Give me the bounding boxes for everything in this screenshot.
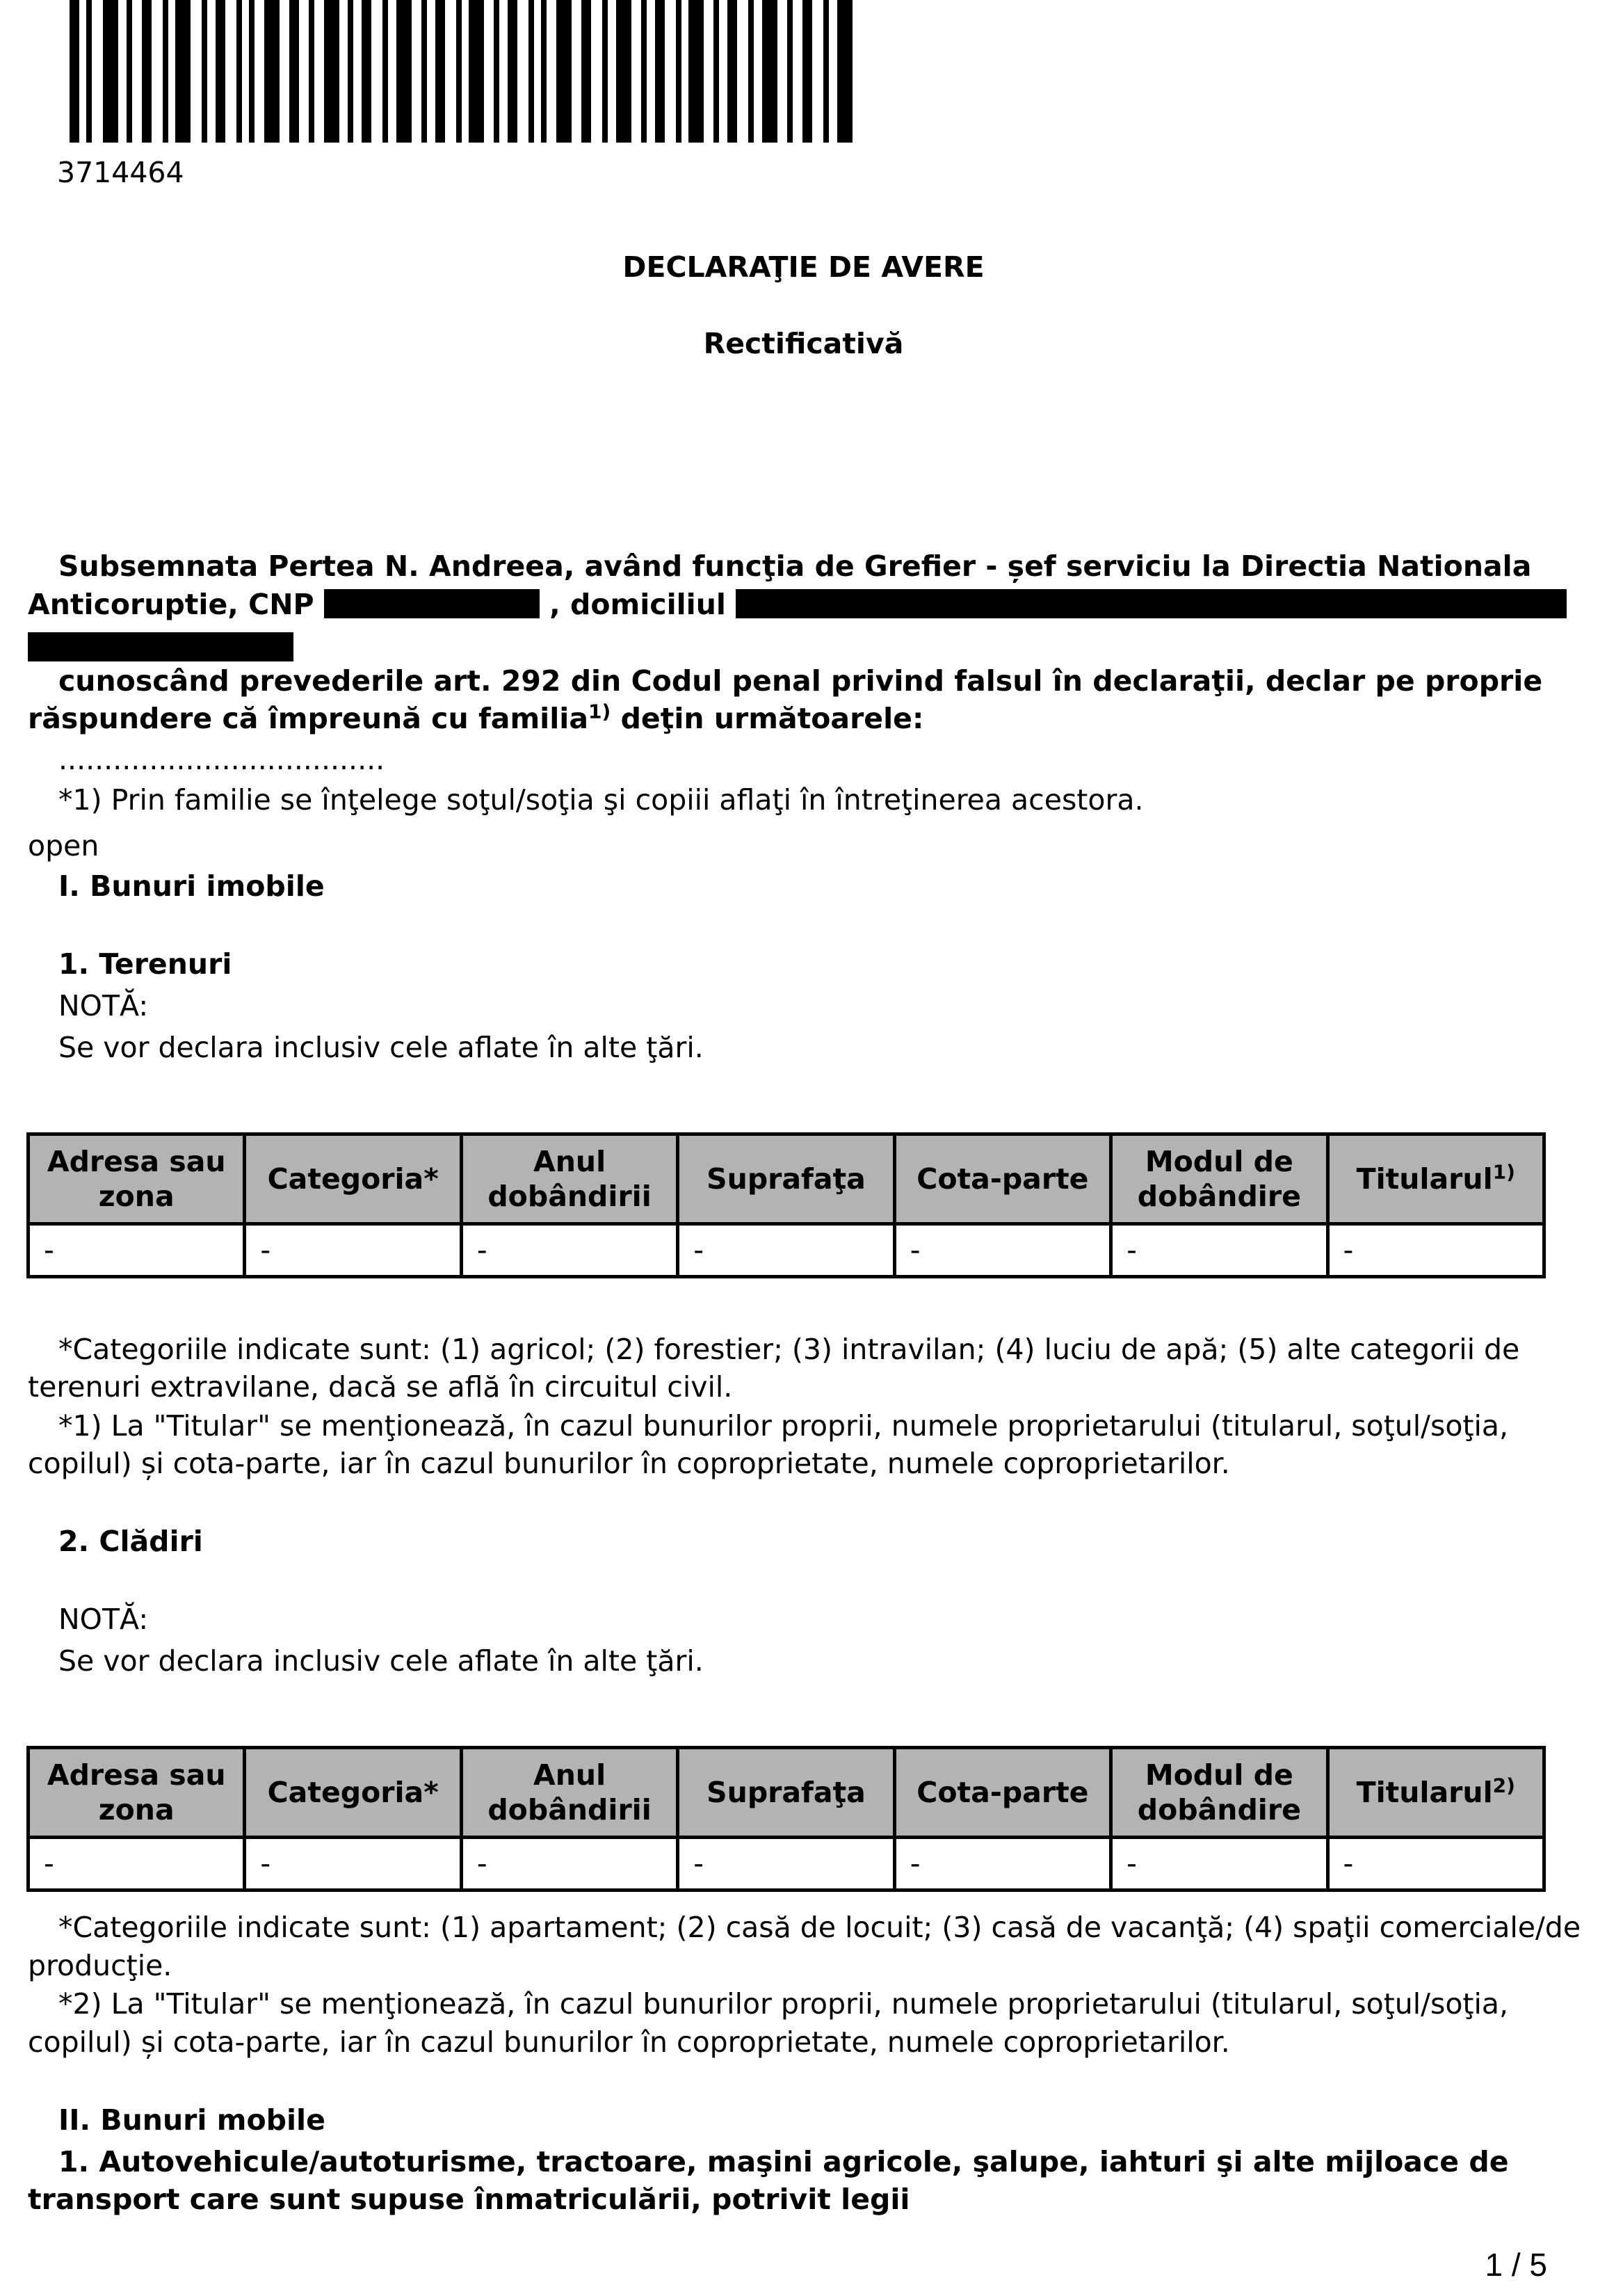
intro-line-4-end: deţin următoarele: xyxy=(611,702,924,735)
subsection-heading-autovehicule-2: transport care sunt supuse înmatriculări… xyxy=(28,2183,910,2216)
column-header: Modul de dobândire xyxy=(1109,1132,1330,1226)
family-footnote: *1) Prin familie se înţelege soţul/soţia… xyxy=(58,783,1144,817)
titular-label: Titularul xyxy=(1356,1162,1493,1196)
redacted-address xyxy=(736,589,1567,618)
column-header: Anul dobândirii xyxy=(459,1132,680,1226)
intro-line-2: Anticoruptie, CNP , domiciliul xyxy=(28,586,1567,623)
section-heading-imobile: I. Bunuri imobile xyxy=(58,869,325,903)
document-title: DECLARAŢIE DE AVERE xyxy=(622,250,985,284)
categories-footnote-line-2: producţie. xyxy=(28,1949,172,1982)
table-row: - - - - - - - xyxy=(26,1836,1547,1892)
cladiri-table: Adresa sau zona Categoria* Anul dobândir… xyxy=(26,1746,1547,1892)
footnote-marker: 1) xyxy=(1492,1160,1515,1184)
redacted-address-cont xyxy=(28,632,293,661)
titular-footnote-line-1: *1) La "Titular" se menţionează, în cazu… xyxy=(58,1409,1509,1443)
footnote-marker: 1) xyxy=(588,700,611,723)
column-header: Categoria* xyxy=(243,1132,463,1226)
intro-cnp-label: Anticoruptie, CNP xyxy=(28,588,314,621)
table-row: - - - - - - - xyxy=(26,1222,1547,1278)
subsection-heading-terenuri: 1. Terenuri xyxy=(58,947,232,981)
intro-line-4-text: răspundere că împreună cu familia xyxy=(28,702,589,735)
intro-line-3: cunoscând prevederile art. 292 din Codul… xyxy=(58,664,1543,698)
table-cell: - xyxy=(459,1222,680,1278)
column-header: Modul de dobândire xyxy=(1109,1746,1330,1839)
nota-label: NOTĂ: xyxy=(58,989,149,1022)
redacted-cnp xyxy=(323,589,540,618)
categories-footnote-line-1: *Categoriile indicate sunt: (1) agricol;… xyxy=(58,1333,1520,1366)
column-header: Cota-parte xyxy=(892,1746,1113,1839)
page-number: 1 / 5 xyxy=(1485,2247,1547,2283)
table-cell: - xyxy=(26,1222,247,1278)
nota-text: Se vor declara inclusiv cele aflate în a… xyxy=(58,1644,704,1678)
table-cell: - xyxy=(459,1836,680,1892)
table-cell: - xyxy=(892,1836,1113,1892)
table-header-row: Adresa sau zona Categoria* Anul dobândir… xyxy=(26,1746,1547,1839)
table-cell: - xyxy=(676,1836,896,1892)
subsection-heading-cladiri: 2. Clădiri xyxy=(58,1525,203,1558)
table-cell: - xyxy=(1325,1222,1547,1278)
dotted-line: .................................... xyxy=(58,743,385,776)
barcode-number: 3714464 xyxy=(57,156,184,189)
column-header: Categoria* xyxy=(243,1746,463,1839)
table-cell: - xyxy=(1109,1222,1330,1278)
column-header: Adresa sau zona xyxy=(26,1132,247,1226)
intro-address-label: , domiciliul xyxy=(549,588,726,621)
table-cell: - xyxy=(676,1222,896,1278)
intro-line-4: răspundere că împreună cu familia1) deţi… xyxy=(28,700,923,737)
barcode xyxy=(70,0,853,143)
column-header-titular: Titularul1) xyxy=(1325,1132,1547,1226)
column-header: Suprafaţa xyxy=(676,1746,896,1839)
table-cell: - xyxy=(243,1222,463,1278)
table-cell: - xyxy=(243,1836,463,1892)
footnote-marker: 2) xyxy=(1492,1774,1515,1797)
section-heading-mobile: II. Bunuri mobile xyxy=(58,2103,325,2137)
categories-footnote-line-1: *Categoriile indicate sunt: (1) apartame… xyxy=(58,1911,1581,1944)
table-header-row: Adresa sau zona Categoria* Anul dobândir… xyxy=(26,1132,1547,1226)
intro-line-1: Subsemnata Pertea N. Andreea, având func… xyxy=(58,549,1532,583)
column-header-titular: Titularul2) xyxy=(1325,1746,1547,1839)
nota-label: NOTĂ: xyxy=(58,1603,149,1636)
column-header: Suprafaţa xyxy=(676,1132,896,1226)
subsection-heading-autovehicule-1: 1. Autovehicule/autoturisme, tractoare, … xyxy=(58,2145,1509,2178)
document-subtitle: Rectificativă xyxy=(703,327,904,360)
categories-footnote-line-2: terenuri extravilane, dacă se află în ci… xyxy=(28,1370,733,1404)
table-cell: - xyxy=(892,1222,1113,1278)
open-label: open xyxy=(28,829,99,862)
titular-footnote-line-2: copilul) și cota-parte, iar în cazul bun… xyxy=(28,1447,1230,1480)
table-cell: - xyxy=(1109,1836,1330,1892)
column-header: Anul dobândirii xyxy=(459,1746,680,1839)
table-cell: - xyxy=(1325,1836,1547,1892)
column-header: Adresa sau zona xyxy=(26,1746,247,1839)
nota-text: Se vor declara inclusiv cele aflate în a… xyxy=(58,1031,704,1064)
titular-footnote-line-2: copilul) și cota-parte, iar în cazul bun… xyxy=(28,2025,1230,2059)
table-cell: - xyxy=(26,1836,247,1892)
titular-footnote-line-1: *2) La "Titular" se menţionează, în cazu… xyxy=(58,1987,1509,2021)
terenuri-table: Adresa sau zona Categoria* Anul dobândir… xyxy=(26,1132,1547,1278)
titular-label: Titularul xyxy=(1356,1776,1493,1809)
column-header: Cota-parte xyxy=(892,1132,1113,1226)
